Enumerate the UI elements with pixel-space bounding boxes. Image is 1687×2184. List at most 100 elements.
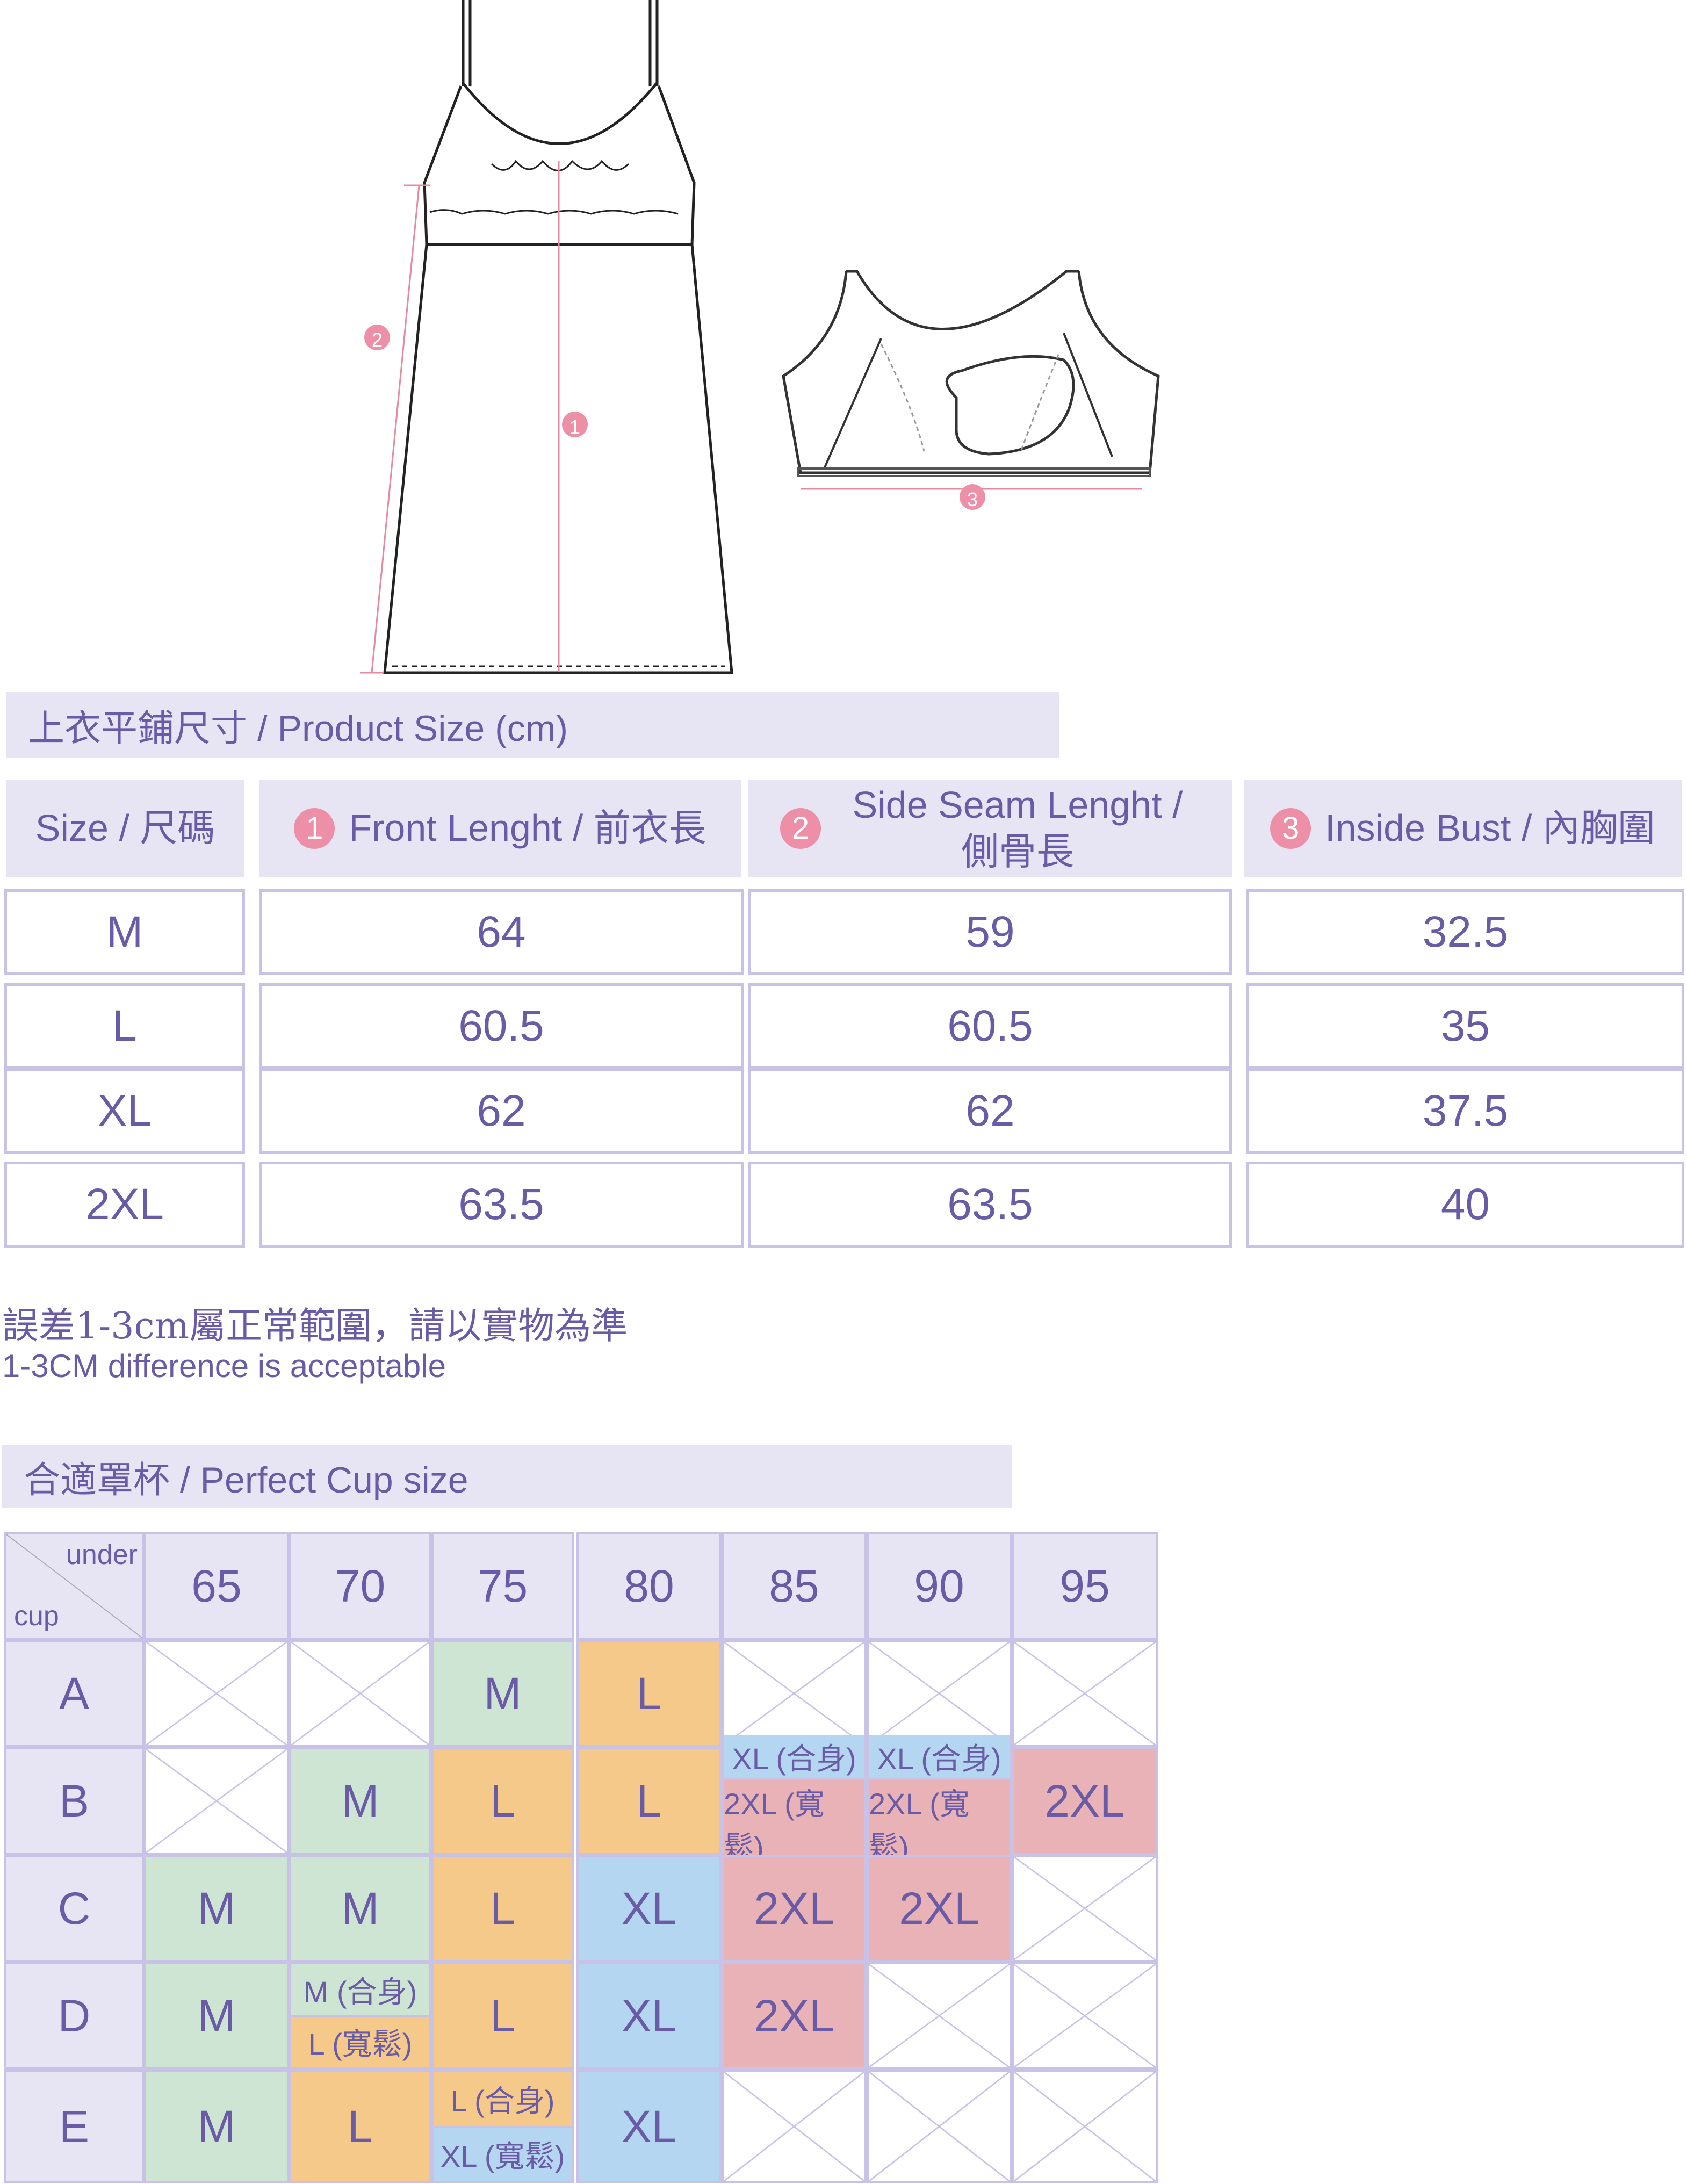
cell-size: M [4, 889, 245, 975]
svg-text:2: 2 [372, 329, 383, 351]
cross-icon [724, 2072, 864, 2181]
cell-side-seam: 63.5 [748, 1162, 1232, 1248]
cross-icon [1014, 1964, 1156, 2067]
cell-unavailable [1012, 1962, 1158, 2070]
cell-size: L [431, 1747, 574, 1855]
cup-header: D [4, 1962, 144, 2070]
cell-unavailable [867, 2070, 1012, 2183]
cross-icon [724, 1642, 864, 1745]
cell-unavailable [867, 1640, 1012, 1747]
cell-unavailable [867, 1962, 1012, 2070]
header-side-seam: 2 Side Seam Lenght / 側骨長 [748, 780, 1232, 877]
cell-size: XL [576, 1855, 722, 1962]
cell-size: L [431, 1962, 574, 2070]
corner-label-cup: cup [14, 1601, 59, 1632]
cell-size: 2XL [722, 1962, 867, 2070]
cell-inside-bust: 35 [1246, 983, 1684, 1069]
cell-size: L [576, 1640, 722, 1747]
cup-header: A [4, 1640, 144, 1747]
corner-label-under: under [66, 1539, 138, 1570]
cell-size-fit: M (合身) [291, 1964, 429, 2017]
svg-text:1: 1 [569, 416, 580, 438]
garment-diagram: 2 1 3 [360, 0, 1160, 674]
under-header: 65 [144, 1532, 289, 1640]
product-size-title: 上衣平鋪尺寸 / Product Size (cm) [6, 692, 1059, 758]
cross-icon [869, 2072, 1010, 2181]
under-header: 75 [431, 1532, 574, 1640]
cell-size: M [289, 1855, 431, 1962]
cell-side-seam: 59 [748, 889, 1232, 975]
cell-size: M [144, 1962, 289, 2070]
side-seam-guide [371, 185, 420, 673]
under-header: 95 [1012, 1532, 1158, 1640]
cell-size: L [431, 1855, 574, 1962]
diagram-badge-3: 3 [960, 484, 985, 510]
cell-size-split: XL (合身)2XL (寬鬆) [722, 1735, 867, 1867]
cell-front-length: 62 [259, 1068, 744, 1154]
cell-size-split: M (合身)L (寬鬆) [289, 1962, 431, 2070]
cell-size: M [144, 1855, 289, 1962]
cell-unavailable [144, 1747, 289, 1855]
cell-unavailable [289, 1640, 431, 1747]
cell-unavailable [722, 1640, 867, 1747]
cell-size: 2XL [4, 1162, 245, 1248]
cup-size-title: 合適罩杯 / Perfect Cup size [2, 1445, 1012, 1508]
diagram-badge-2: 2 [364, 325, 390, 351]
cup-header: B [4, 1747, 144, 1855]
cup-header: C [4, 1855, 144, 1962]
note-en: 1-3CM difference is acceptable [2, 1348, 446, 1384]
cup-header: E [4, 2070, 144, 2183]
bra-drawing [782, 270, 1160, 477]
header-size: Size / 尺碼 [6, 780, 244, 877]
diagram-badge-1: 1 [562, 412, 588, 438]
under-header: 85 [722, 1532, 867, 1640]
cell-unavailable [1012, 1640, 1158, 1747]
cell-size: L [4, 983, 245, 1069]
cell-size: M [431, 1640, 574, 1747]
cell-unavailable [1012, 1855, 1158, 1962]
cell-inside-bust: 37.5 [1246, 1068, 1684, 1154]
cell-size: M [144, 2070, 289, 2183]
under-header: 80 [576, 1532, 722, 1640]
under-header: 70 [289, 1532, 431, 1640]
cell-size: XL [4, 1068, 245, 1154]
cell-size: 2XL [1012, 1747, 1158, 1855]
cell-unavailable [144, 1640, 289, 1747]
badge-3: 3 [1270, 808, 1311, 849]
badge-1: 1 [294, 808, 335, 849]
under-header: 90 [867, 1532, 1012, 1640]
cell-front-length: 60.5 [259, 983, 744, 1069]
cell-size: XL [576, 2070, 722, 2183]
cell-inside-bust: 40 [1246, 1162, 1684, 1248]
cell-size-fit: L (合身) [434, 2072, 572, 2128]
badge-2: 2 [780, 808, 821, 849]
cell-front-length: 64 [259, 889, 744, 975]
cross-icon [1014, 1857, 1156, 1960]
cell-side-seam: 62 [748, 1068, 1232, 1154]
cell-size: 2XL [867, 1855, 1012, 1962]
cross-icon [291, 1642, 429, 1745]
cross-icon [1014, 2072, 1156, 2181]
cell-size: M [289, 1747, 431, 1855]
cell-unavailable [1012, 2070, 1158, 2183]
cross-icon [1014, 1642, 1156, 1745]
cell-size-fit: XL (合身) [724, 1735, 864, 1780]
cell-size: L [576, 1747, 722, 1855]
header-front-length: 1 Front Lenght / 前衣長 [259, 780, 741, 877]
cell-size-loose: 2XL (寬鬆) [869, 1780, 1010, 1867]
cell-front-length: 63.5 [259, 1162, 744, 1248]
cell-side-seam: 60.5 [748, 983, 1232, 1069]
svg-text:3: 3 [967, 488, 978, 510]
note-zh: 誤差1-3cm屬正常範圍，請以實物為準 [2, 1305, 628, 1347]
cell-size: 2XL [722, 1855, 867, 1962]
header-inside-bust: 3 Inside Bust / 內胸圍 [1244, 780, 1682, 877]
cell-size-fit: XL (合身) [869, 1735, 1010, 1780]
cross-icon [146, 1642, 287, 1745]
cross-icon [869, 1964, 1010, 2067]
cross-icon [146, 1749, 287, 1853]
cell-unavailable [722, 2070, 867, 2183]
cell-size: L [289, 2070, 431, 2183]
cell-size: XL [576, 1962, 722, 2070]
